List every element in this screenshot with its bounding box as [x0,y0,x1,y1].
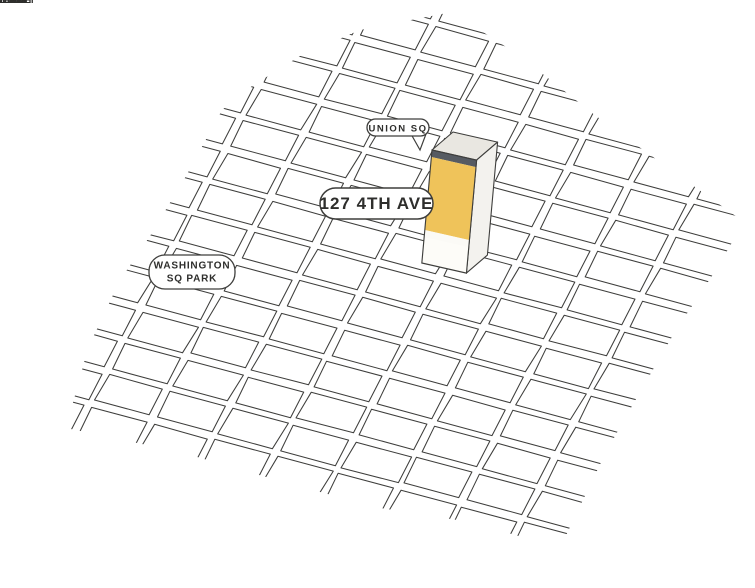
street-label-text: 2ND AVENUE [0,0,32,5]
street-label-14th-street: 14TH STREET [0,0,33,5]
street-label-3rd-avenue: 3RD AVENUE [0,0,32,5]
street-label-text: 5TH AVENUE [0,0,31,5]
building-facade [424,157,476,241]
street-label-text: BROADWAY [0,0,29,5]
union-sq-label: UNION SQ [369,124,428,135]
callout-bubble [319,187,434,220]
washington-label-line1: WASHINGTON [154,261,231,272]
callout-bubble [148,254,236,290]
washington-sq-callout: WASHINGTON SQ PARK [148,254,236,290]
callout-bubble [366,118,430,137]
street-label-5th-avenue: 5TH AVENUE [0,0,31,5]
street-label-text: 4TH AVENUE [0,0,31,5]
address-label: 127 4TH AVE [320,194,434,213]
building-cornice [431,150,477,168]
street-label-text: W3RD STREET [0,0,36,5]
street-label-broadway: BROADWAY [0,0,29,5]
street-label-w3rd-street: W3RD STREET [0,0,36,5]
union-sq-callout: UNION SQ [366,118,430,152]
featured-building-127-4th-ave [421,131,499,274]
street-label-2nd-avenue: 2ND AVENUE [0,0,32,5]
street-label-text: 3RD AVENUE [0,0,32,5]
street-label-text: 14TH STREET [0,0,33,5]
washington-label-line2: SQ PARK [167,274,217,285]
address-callout: 127 4TH AVE [319,187,434,220]
street-label-4th-avenue: 4TH AVENUE [0,0,31,5]
building-band [424,230,470,248]
